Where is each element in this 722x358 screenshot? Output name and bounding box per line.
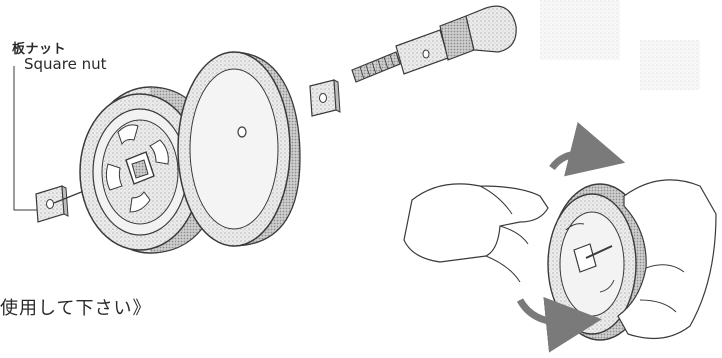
square-nut-label-en: Square nut: [24, 55, 106, 73]
wheel-outer: [178, 52, 300, 246]
instruction-text: 使用して下さい》: [0, 294, 151, 320]
square-nut-right: [310, 80, 340, 116]
wheel-shaft: [352, 6, 516, 82]
leader-line: [14, 66, 40, 210]
hand-with-wheel: [404, 154, 716, 340]
background-texture: [540, 0, 700, 90]
square-nut-left: [36, 186, 68, 222]
